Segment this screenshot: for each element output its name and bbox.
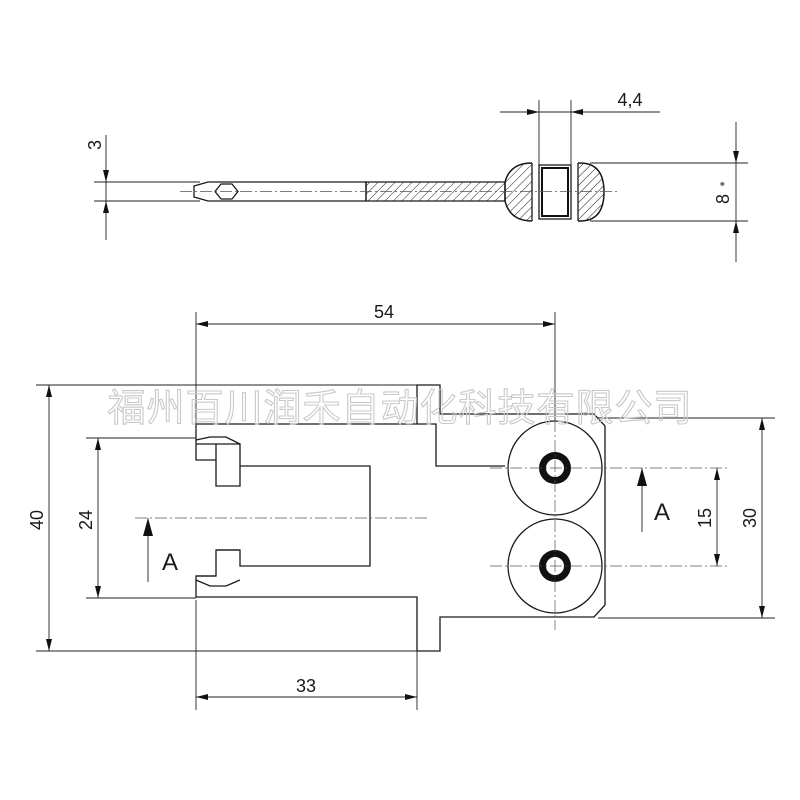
dim-height: 8: [713, 194, 733, 204]
side-bore-sleeve: [538, 164, 572, 220]
dim-pad-height: 30: [740, 508, 760, 528]
company-watermark: 福州百川润禾自动化科技有限公司: [107, 386, 692, 430]
dim-hole-spacing: 15: [695, 508, 715, 528]
dim-thickness: 3: [85, 140, 105, 150]
side-view: 3 4,4 8 *: [85, 90, 748, 262]
section-arrow-right: [637, 468, 647, 486]
dim-bore: 4,4: [617, 90, 642, 110]
dim-height-note: *: [717, 181, 732, 186]
side-bore: [532, 161, 578, 223]
plan-view: 54 40 24 15 30 33: [27, 302, 775, 710]
section-label-left: A: [162, 549, 178, 576]
section-label-right: A: [654, 499, 670, 526]
dim-slot-depth: 33: [296, 676, 316, 696]
section-arrow-left: [143, 518, 153, 536]
dim-slot-height: 24: [76, 510, 96, 530]
dim-overall-length: 54: [374, 302, 394, 322]
side-bore-inner: [541, 167, 569, 217]
dim-overall-height: 40: [27, 510, 47, 530]
fork-outline: [195, 384, 606, 652]
